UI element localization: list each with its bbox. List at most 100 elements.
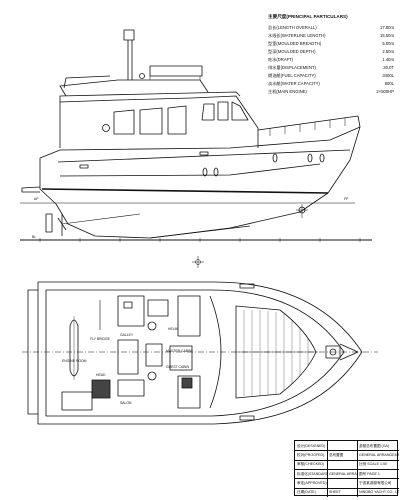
rudder <box>45 213 53 233</box>
spec-row: 水线长(WATERLINE LENGTH) 15.50m <box>268 32 394 40</box>
spec-value: 17.80m <box>380 25 394 30</box>
title-block-cell: 宁波某游艇有限公司 <box>359 480 392 485</box>
spec-value: 800L <box>384 81 394 86</box>
spec-row: 主机(MAIN ENGINE) 2×500HP <box>268 88 394 96</box>
salon-sofa <box>117 339 139 375</box>
sunpad-hatching <box>243 310 309 396</box>
aft-seating <box>169 345 193 371</box>
spec-value: 1.40m <box>382 57 394 62</box>
galley-counter <box>117 295 145 327</box>
spec-label: 吃水(DRAFT) <box>268 57 294 62</box>
title-block-cell: GENERAL ARRANGEMENT <box>359 452 399 457</box>
dinette <box>147 299 169 317</box>
shaft <box>61 213 141 225</box>
swim-platform <box>21 186 41 193</box>
title-block-cell: 标准化(STANDARD) <box>297 471 327 476</box>
spec-label: 水线长(WATERLINE LENGTH) <box>268 33 326 38</box>
mast-light <box>139 73 145 79</box>
galley-stool <box>147 321 157 331</box>
bow-pulpit <box>339 343 359 361</box>
hull-outline-plan <box>37 281 363 425</box>
helm-pad <box>181 377 193 389</box>
spec-label: 排水量(DISPLACEMENT) <box>268 65 316 70</box>
swim-platform-plan <box>27 289 38 415</box>
salon-door-mark <box>102 124 110 132</box>
station-ticks <box>39 238 361 242</box>
spec-label: 主机(MAIN ENGINE) <box>268 89 307 94</box>
salon-chair <box>147 371 157 381</box>
spec-row: 排水量(DISPLACEMENT) 30.0T <box>268 64 394 72</box>
plan-label-master: MASTER CABIN <box>166 349 192 353</box>
salon-table <box>145 343 163 367</box>
title-block-cell: SHEET <box>329 490 341 495</box>
title-block-cell: 审定(APPROVED) <box>297 480 327 485</box>
spec-row: 燃油舱(FUEL CAPACITY) 3400L <box>268 72 394 80</box>
plan-label-guest: GUEST CABIN <box>166 365 189 369</box>
spec-row: 吃水(DRAFT) 1.40m <box>268 56 394 64</box>
plan-label-group: ENGINE ROOM GALLEY SALON HELM MASTER CAB… <box>62 327 192 405</box>
bow-rail-stanchions <box>269 118 346 136</box>
title-block-cell: 设计(DESIGNED) <box>297 443 326 448</box>
plan-label-salon: SALON <box>120 401 132 405</box>
spec-value: 5.00m <box>382 41 394 46</box>
deckhouse-roof <box>59 91 241 102</box>
hull-vent <box>79 164 89 169</box>
tender <box>69 319 79 377</box>
flybridge-rail <box>63 75 111 89</box>
keel <box>149 225 251 239</box>
radar-mast <box>127 40 133 80</box>
forward-hatch-2 <box>239 415 255 421</box>
salon-sofa-2 <box>117 379 145 397</box>
flybridge-hardtop <box>149 65 203 77</box>
cockpit-hatch <box>91 379 111 399</box>
spec-value: 15.50m <box>380 33 394 38</box>
spec-label: 型深(MOULDED DEPTH) <box>268 49 316 54</box>
principal-particulars: 主要尺度(PRINCIPAL PARTICULARS) 总长(LENGTH OV… <box>268 14 394 96</box>
spec-value: 2.50m <box>382 49 394 54</box>
plan-label-galley: GALLEY <box>120 333 134 337</box>
plan-label-helm: HELM <box>168 327 178 331</box>
principal-particulars-title: 主要尺度(PRINCIPAL PARTICULARS) <box>268 14 348 19</box>
center-mark <box>192 256 204 268</box>
hull-profile <box>39 126 361 239</box>
plan-label-head: HEAD <box>96 373 106 377</box>
spec-value: 3400L <box>382 73 394 78</box>
plan-label-engine: ENGINE ROOM <box>62 359 87 363</box>
cockpit-seat <box>61 391 93 411</box>
spec-row: 淡水舱(WATER CAPACITY) 800L <box>268 80 394 88</box>
title-block-cell: 比例 SCALE 1:50 <box>359 462 387 467</box>
baseline-label: BL <box>32 235 36 239</box>
profile-view <box>20 29 372 242</box>
title-block-cell: 校对(PROOFED) <box>297 452 325 457</box>
spec-value: 30.0T <box>383 65 394 70</box>
spec-label: 总长(LENGTH OVERALL) <box>268 25 317 30</box>
principal-particulars-rows: 总长(LENGTH OVERALL) 17.80m 水线长(WATERLINE LE… <box>268 24 394 96</box>
anchor-locker <box>325 345 341 359</box>
bow-rail <box>257 115 361 131</box>
portholes <box>202 153 325 177</box>
spec-row: 型宽(MOULDED BREADTH)5.00m <box>268 40 394 48</box>
chine-line <box>59 163 321 177</box>
propeller <box>57 214 67 236</box>
sheer-line <box>57 149 351 163</box>
stern-marker-label: AP <box>34 197 39 201</box>
hull-vent <box>199 151 209 156</box>
title-block-cell: 总布置图 <box>329 452 344 457</box>
spec-value: 2×500HP <box>376 89 394 94</box>
windlass <box>329 348 337 356</box>
galley-sink <box>123 301 133 309</box>
spec-label: 淡水舱(WATER CAPACITY) <box>268 81 320 86</box>
title-block-cell: 审核(CHECKED) <box>297 462 325 467</box>
spec-label: 燃油舱(FUEL CAPACITY) <box>268 73 316 78</box>
title-block-cell: GENERAL ARRANGE. <box>329 471 357 476</box>
plan-view <box>22 281 378 425</box>
boot-stripe <box>41 188 329 194</box>
title-block-cell: 图号 PAGE 1 <box>359 471 380 476</box>
spec-row: 总长(LENGTH OVERALL) 17.80m <box>268 24 394 32</box>
windscreen <box>209 295 222 409</box>
forward-hatch <box>239 283 255 289</box>
bow-marker-label: FP <box>344 197 349 201</box>
title-block-cell: NINGBO YACHT CO., LTD. <box>359 490 399 495</box>
